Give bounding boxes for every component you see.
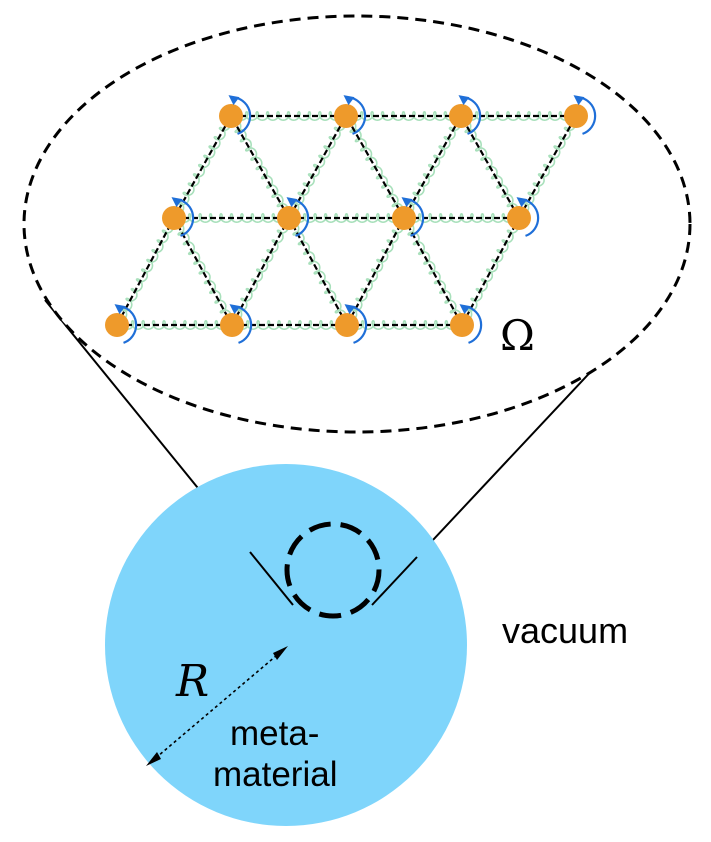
bond-line [173,217,233,326]
metamaterial-label-line2: material [213,755,337,794]
rotation-arrow-icon [467,97,482,135]
site-disk [335,313,359,337]
spring [460,219,524,328]
omega-label: Ω [500,311,535,360]
spring [346,319,463,331]
zoom-line-left-tip [249,551,294,606]
rotation-arrow-icon [238,306,253,344]
spring [230,110,347,122]
zoom-circle [284,521,382,619]
site-disk [507,206,531,230]
site-disk [392,206,416,230]
spring [116,319,233,331]
rotation-arrowhead-icon [286,197,298,208]
radius-label: R [175,656,209,707]
spring [459,113,524,217]
spring [402,215,467,324]
spring [172,117,236,221]
site-disk [220,313,244,337]
site-disk [564,104,588,128]
site-disk [277,206,301,230]
spring [115,219,179,328]
zoom-line-right-tip [371,556,418,606]
spring [345,219,409,328]
rotation-arrow-icon [123,306,138,344]
spring [231,319,348,331]
rotation-arrow-icon [352,97,367,135]
bond-line [403,217,463,326]
bond-line [288,217,348,326]
radius-arrow [146,646,288,766]
rotation-arrowhead-icon [114,304,126,315]
rotation-arrow-icon [237,97,252,135]
site-disk [105,313,129,337]
metamaterial-label-line1: meta- [230,714,319,753]
site-disk [334,104,358,128]
bond-line [461,217,520,326]
spring [402,117,466,221]
rotation-arrow-icon [582,97,597,135]
spring [460,110,577,122]
rotation-arrowhead-icon [401,197,413,208]
rotation-arrowhead-icon [573,95,585,106]
spring [403,212,520,224]
rotation-arrow-icon [468,306,483,344]
site-disk [162,206,186,230]
vacuum-label: vacuum [502,610,628,651]
spring [173,212,290,224]
site-disk [449,104,473,128]
rotation-arrow-icon [525,199,540,237]
site-disk [219,104,243,128]
spring [229,113,294,217]
spring-layer [115,110,581,331]
spring [230,219,294,328]
rotation-arrow-icon [180,199,195,237]
spring [287,215,352,324]
spring [517,117,581,221]
rotation-arrow-icon [295,199,310,237]
triangular-lattice [105,95,597,344]
rotation-arrowhead-icon [344,304,356,315]
rotation-arrowhead-icon [171,197,183,208]
rotation-arrowhead-icon [343,95,355,106]
rotation-arrow-layer [114,95,597,344]
zoom-ellipse [22,14,692,434]
bond-line [460,115,520,219]
spring [345,110,462,122]
rotation-arrowhead-icon [516,197,528,208]
spring [172,215,237,324]
bond-line [345,115,405,219]
spring [288,212,405,224]
rotation-arrowhead-icon [458,95,470,106]
rotation-arrow-icon [410,199,425,237]
bond-line [230,115,290,219]
bond-line [346,217,405,326]
bond-line [116,217,175,326]
rotation-arrowhead-icon [459,304,471,315]
spring [287,117,351,221]
site-disk [450,313,474,337]
rotation-arrow-icon [353,306,368,344]
bond-line [231,217,290,326]
spring [344,113,409,217]
rotation-arrowhead-icon [229,304,241,315]
site-layer [105,104,588,337]
rotation-arrowhead-icon [228,95,240,106]
